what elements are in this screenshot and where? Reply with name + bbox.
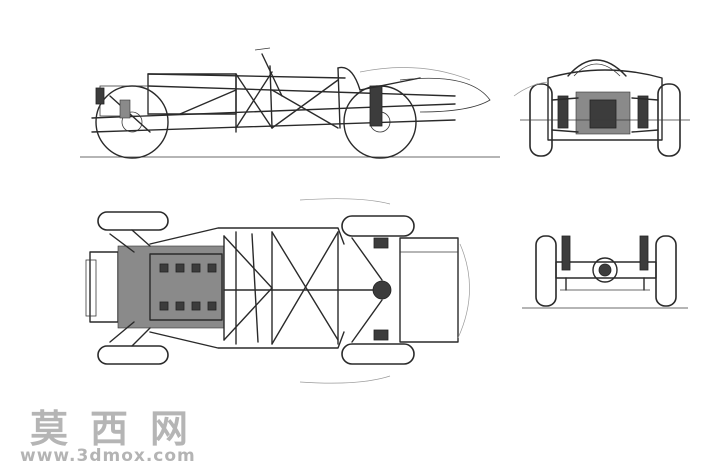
side-view [80,47,500,159]
watermark-site-name: 莫西网 [30,406,211,451]
rear-axle-view [522,235,688,309]
watermark-url: www.3dmox.com [20,446,196,466]
front-view [513,59,690,157]
top-view [85,198,470,384]
